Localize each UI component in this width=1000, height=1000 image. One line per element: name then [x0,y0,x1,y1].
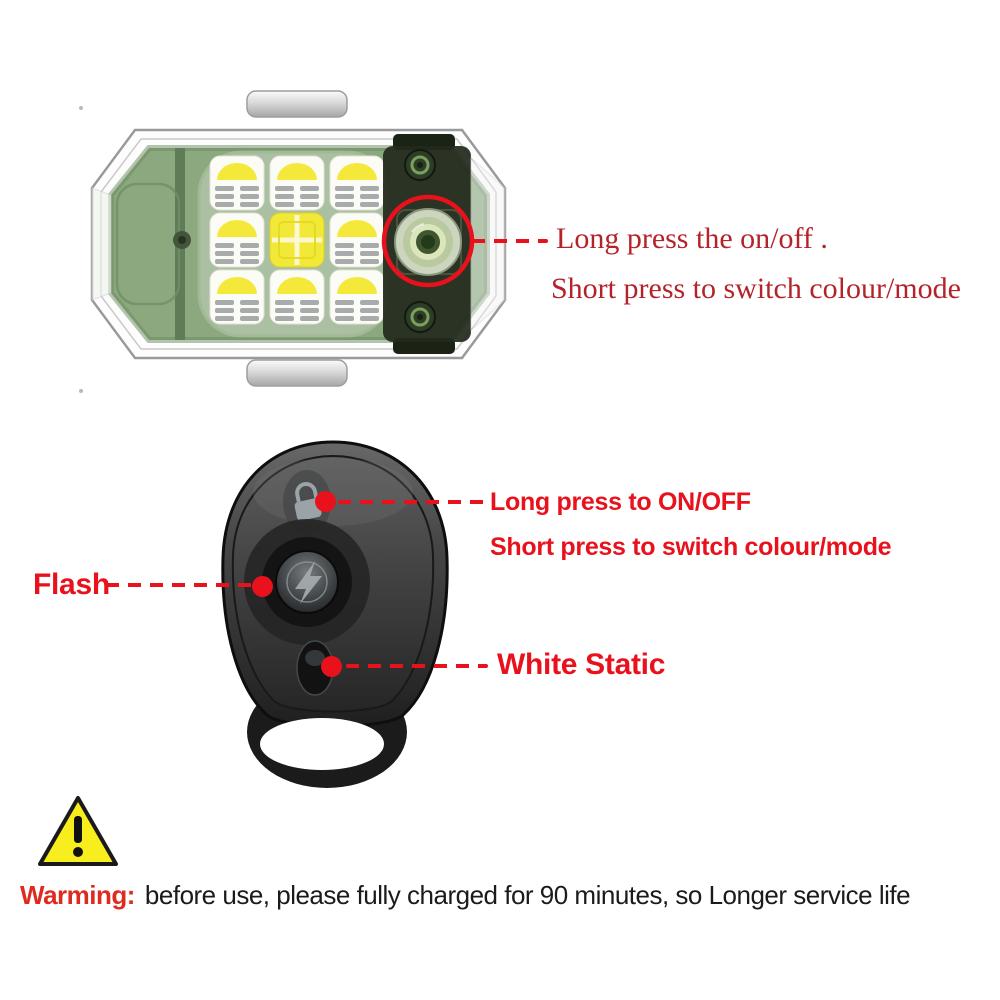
remote-control [221,440,449,788]
strobe-light-top-view [90,90,507,387]
device-note-line2: Short press to switch colour/mode [551,272,961,305]
face-highlight [253,458,413,526]
left-cap-facet [91,187,112,301]
mounting-tab-bottom [246,359,348,387]
white-static-label: White Static [497,648,666,681]
remote-flash-button[interactable] [244,519,370,645]
remote-power-button[interactable] [283,470,331,534]
led-grid [209,155,385,325]
callout-dot-remote-power [315,491,336,512]
photo-speck [79,106,83,110]
warning-label: Warming: [20,880,135,910]
screw-bottom [404,301,436,333]
callout-dot-flash [252,576,273,597]
power-module [383,134,471,354]
device-note-line1: Long press the on/off . [556,222,828,255]
left-screw-center [178,236,186,244]
mounting-tab-top [246,90,348,118]
callout-line-flash [106,583,252,587]
keyring-hole [260,718,384,770]
padlock-icon [294,482,322,521]
callout-line-device-power [472,239,548,243]
device-power-button[interactable] [394,208,462,276]
right-cap-facet [470,156,506,332]
callout-line-white-static [346,664,488,668]
callout-line-remote-power [338,500,486,504]
center-yellow-led [269,212,325,268]
warning-message: before use, please fully charged for 90 … [144,880,911,910]
warning-triangle-icon [38,796,118,866]
callout-dot-white-static [321,656,342,677]
photo-speck [79,389,83,393]
remote-power-note-line2: Short press to switch colour/mode [490,533,892,561]
remote-power-note-line1: Long press to ON/OFF [490,488,751,516]
warning-text: Warming: before use, please fully charged… [20,880,911,911]
flash-label: Flash [33,568,110,601]
lightning-bolt-icon [295,561,322,604]
screw-top [404,149,436,181]
